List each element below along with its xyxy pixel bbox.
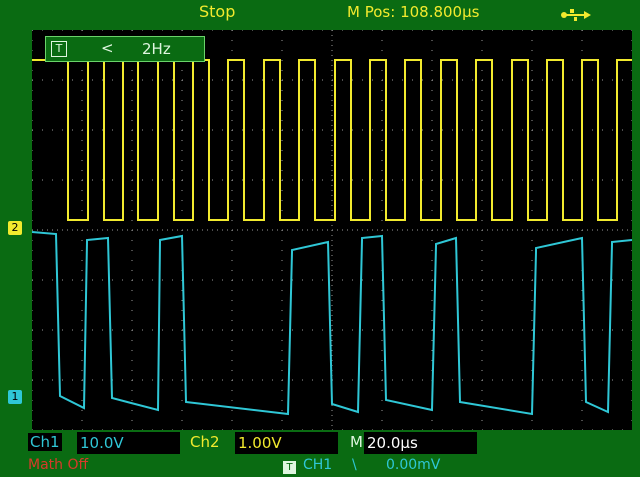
waveform-display[interactable] <box>31 29 633 431</box>
waveform-svg <box>31 29 633 431</box>
trigger-source: CH1 <box>303 457 333 473</box>
horizontal-position: M Pos: 108.800µs <box>347 3 479 21</box>
trigger-frequency: 2Hz <box>142 40 171 58</box>
usb-icon <box>561 9 591 21</box>
timebase-value: 20.0µs <box>364 432 477 454</box>
ch2-scale: 1.00V <box>235 432 338 454</box>
trigger-level: 0.00mV <box>386 457 441 473</box>
timebase-label: M <box>350 433 363 451</box>
acquisition-status: Stop <box>199 2 236 21</box>
top-status-bar: Stop M Pos: 108.800µs <box>0 0 640 28</box>
bottom-status-bar: Ch1 10.0V Ch2 1.00V M 20.0µs Math Off T … <box>0 430 640 477</box>
ch1-waveform <box>31 231 633 416</box>
ch1-label[interactable]: Ch1 <box>28 433 62 451</box>
m-pos-value: 108.800µs <box>400 3 480 21</box>
math-status[interactable]: Math Off <box>28 457 89 473</box>
trigger-box-icon: T <box>51 41 67 57</box>
trigger-frequency-readout: T < 2Hz <box>45 36 205 62</box>
trigger-source-icon: T <box>283 461 296 474</box>
ch2-waveform <box>32 59 632 221</box>
ch1-ground-marker[interactable]: 1 <box>8 390 22 404</box>
trigger-slope-icon: \ <box>352 457 357 473</box>
m-pos-label: M Pos: <box>347 3 396 21</box>
ch2-ground-marker[interactable]: 2 <box>8 221 22 235</box>
ch1-scale: 10.0V <box>77 432 180 454</box>
ch2-label[interactable]: Ch2 <box>190 433 220 451</box>
trigger-condition: < <box>101 39 114 57</box>
